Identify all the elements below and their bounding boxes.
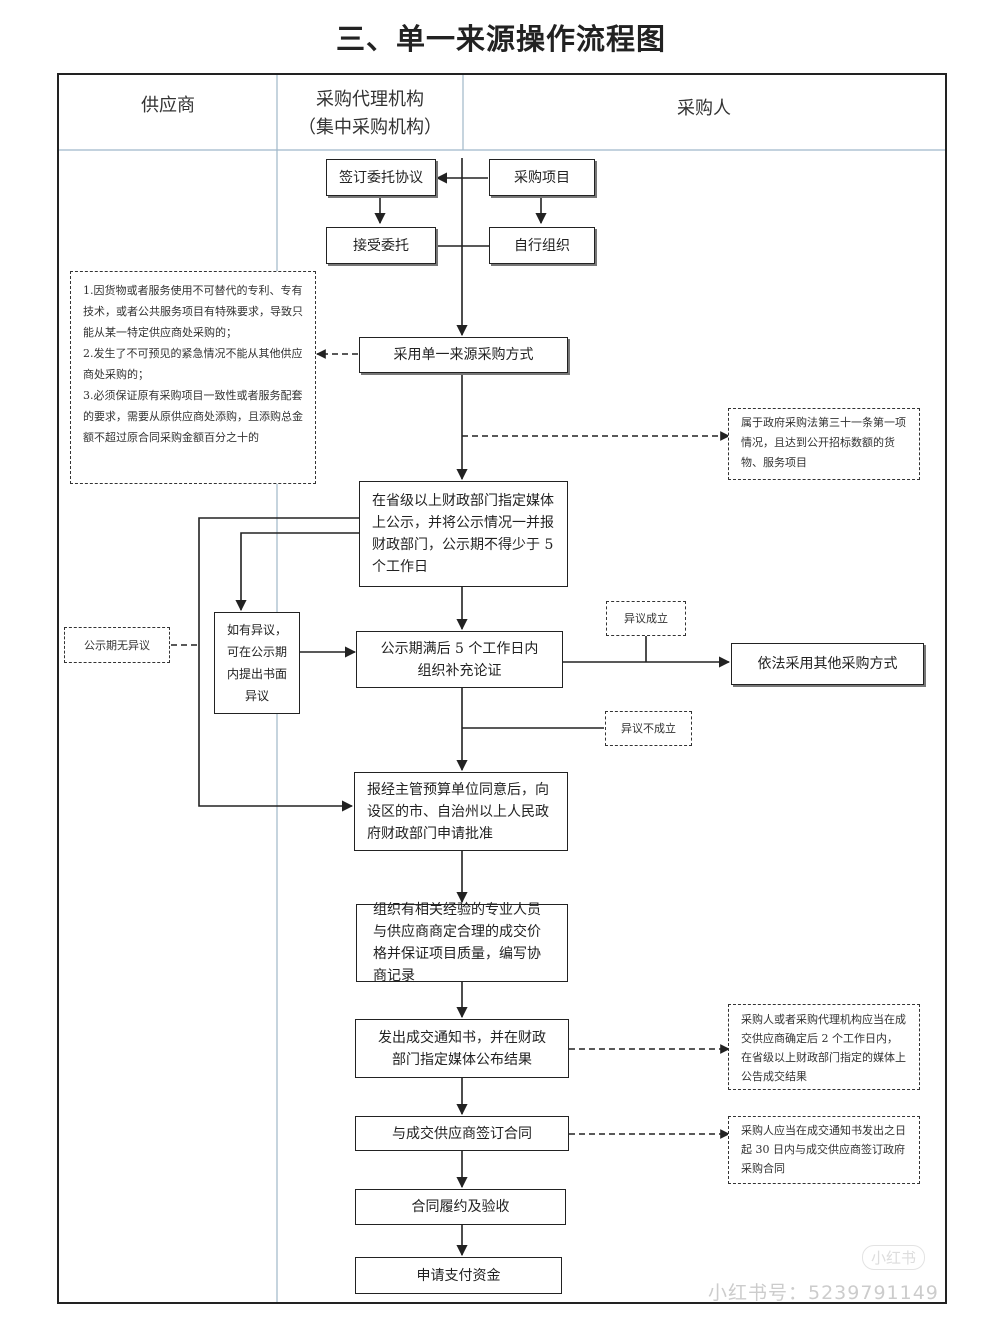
box-acceptance-label: 合同履约及验收 [411, 1199, 510, 1215]
note-law-condition: 属于政府采购法第三十一条第一项情况，且达到公开招标数额的货物、服务项目 [728, 408, 920, 480]
box-apply-approval[interactable]: 报经主管预算单位同意后，向设区的市、自治州以上人民政府财政部门申请批准 [354, 772, 568, 851]
box-other-methods[interactable]: 依法采用其他采购方式 [731, 643, 924, 685]
watermark-logo: 小红书 [862, 1245, 926, 1270]
lane-header-purchaser: 采购人 [464, 95, 944, 123]
box-apply-approval-label: 报经主管预算单位同意后，向设区的市、自治州以上人民政府财政部门申请批准 [367, 781, 549, 842]
arrow-publicize-to-objection [235, 532, 359, 612]
box-acceptance[interactable]: 合同履约及验收 [355, 1189, 566, 1225]
lane-supplier-label: 供应商 [141, 95, 195, 116]
box-issue-notice-label: 发出成交通知书，并在财政部门指定媒体公布结果 [378, 1029, 546, 1068]
note-announce-result: 采购人或者采购代理机构应当在成交供应商确定后 2 个工作日内，在省级以上财政部门… [728, 1004, 920, 1090]
box-self-organize[interactable]: 自行组织 [489, 227, 595, 264]
box-purchase-project[interactable]: 采购项目 [489, 159, 595, 196]
note-condition-3: 3.必须保证原有采购项目一致性或者服务配套的要求，需要从原供应商处添购，且添购总… [83, 389, 303, 444]
box-self-organize-label: 自行组织 [514, 237, 570, 254]
box-supplementary-review-label: 公示期满后 5 个工作日内组织补充论证 [380, 640, 539, 679]
note-condition-1: 1.因货物或者服务使用不可替代的专利、专有技术，或者公共服务项目有特殊要求，导致… [83, 284, 303, 339]
lane-header-agency: 采购代理机构 （集中采购机构） [278, 86, 462, 142]
box-sign-contract-label: 与成交供应商签订合同 [392, 1125, 532, 1142]
page-title: 三、单一来源操作流程图 [335, 22, 666, 56]
box-negotiate[interactable]: 组织有相关经验的专业人员与供应商商定合理的成交价格并保证项目质量，编写协商记录 [356, 902, 568, 984]
box-objection-written-label: 如有异议，可在公示期内提出书面异议 [226, 623, 287, 703]
box-publicize-label: 在省级以上财政部门指定媒体上公示，并将公示情况一并报财政部门，公示期不得少于 5… [372, 493, 554, 575]
box-sign-agreement-label: 签订委托协议 [339, 169, 423, 186]
arrow-no-objection-to-approval [198, 517, 359, 812]
box-negotiate-label: 组织有相关经验的专业人员与供应商商定合理的成交价格并保证项目质量，编写协商记录 [373, 902, 541, 984]
box-publicize[interactable]: 在省级以上财政部门指定媒体上公示，并将公示情况一并报财政部门，公示期不得少于 5… [359, 481, 568, 587]
note-contract-deadline-text: 采购人应当在成交通知书发出之日起 30 日内与成交供应商签订政府采购合同 [741, 1124, 906, 1175]
box-issue-notice[interactable]: 发出成交通知书，并在财政部门指定媒体公布结果 [355, 1019, 569, 1078]
note-law-condition-text: 属于政府采购法第三十一条第一项情况，且达到公开招标数额的货物、服务项目 [741, 416, 906, 469]
box-supplementary-review[interactable]: 公示期满后 5 个工作日内组织补充论证 [356, 631, 563, 688]
box-accept-commission[interactable]: 接受委托 [326, 227, 436, 264]
box-apply-payment-label: 申请支付资金 [416, 1267, 501, 1284]
box-sign-contract[interactable]: 与成交供应商签订合同 [355, 1116, 569, 1151]
lane-purchaser-label: 采购人 [677, 98, 731, 119]
box-other-methods-label: 依法采用其他采购方式 [757, 656, 898, 672]
note-no-objection-text: 公示期无异议 [84, 638, 150, 652]
note-objection-upheld-text: 异议成立 [624, 612, 668, 625]
watermark-id: 小红书号：5239791149 [708, 1282, 939, 1304]
box-adopt-single-source[interactable]: 采用单一来源采购方式 [359, 337, 568, 373]
note-objection-upheld: 异议成立 [606, 601, 686, 636]
flowchart-frame [57, 73, 947, 1304]
note-announce-result-text: 采购人或者采购代理机构应当在成交供应商确定后 2 个工作日内，在省级以上财政部门… [741, 1013, 906, 1083]
lane-agency-label-line2: （集中采购机构） [298, 117, 442, 138]
note-condition-2: 2.发生了不可预见的紧急情况不能从其他供应商处采购的； [83, 347, 303, 381]
note-no-objection: 公示期无异议 [64, 627, 170, 663]
note-objection-rejected-text: 异议不成立 [621, 722, 676, 735]
box-accept-commission-label: 接受委托 [353, 237, 409, 254]
box-apply-payment[interactable]: 申请支付资金 [355, 1257, 562, 1294]
box-objection-written[interactable]: 如有异议，可在公示期内提出书面异议 [214, 612, 300, 714]
box-purchase-project-label: 采购项目 [514, 169, 570, 186]
box-sign-agreement[interactable]: 签订委托协议 [326, 159, 436, 196]
lane-header-supplier: 供应商 [60, 92, 276, 120]
note-contract-deadline: 采购人应当在成交通知书发出之日起 30 日内与成交供应商签订政府采购合同 [728, 1116, 920, 1184]
note-conditions: 1.因货物或者服务使用不可替代的专利、专有技术，或者公共服务项目有特殊要求，导致… [70, 271, 316, 484]
box-adopt-single-source-label: 采用单一来源采购方式 [393, 347, 534, 363]
note-objection-rejected: 异议不成立 [605, 711, 692, 746]
lane-agency-label-line1: 采购代理机构 [316, 89, 424, 110]
